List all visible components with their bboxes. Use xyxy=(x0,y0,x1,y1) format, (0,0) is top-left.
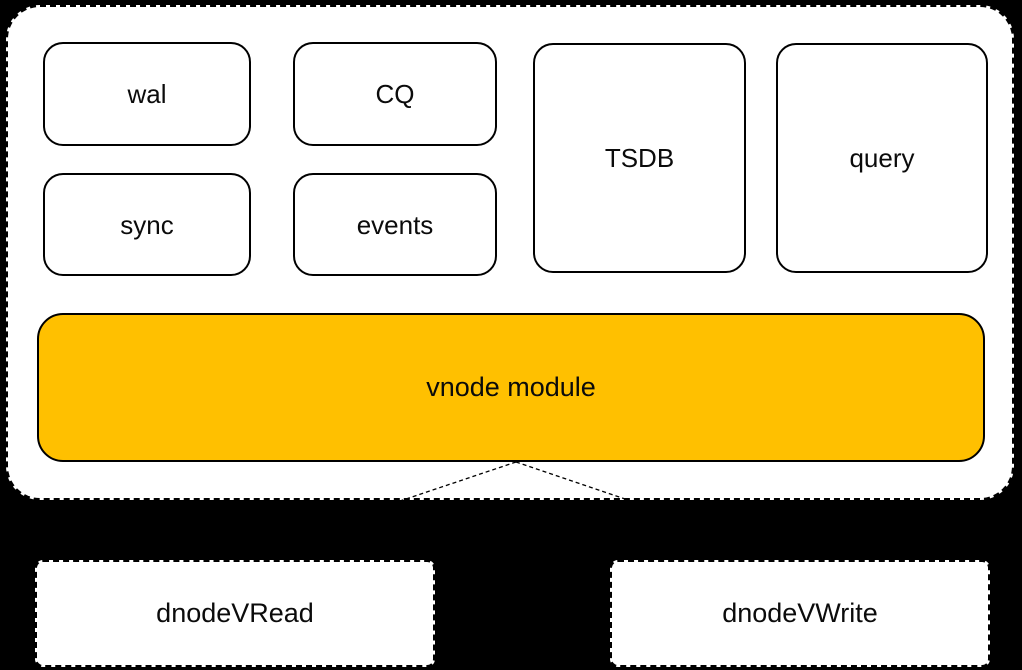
module-box-query: query xyxy=(776,43,988,273)
dnode-vwrite-box: dnodeVWrite xyxy=(610,560,990,667)
dnode-vwrite-label: dnodeVWrite xyxy=(722,598,878,628)
module-label-sync: sync xyxy=(120,209,174,240)
module-label-query: query xyxy=(849,143,915,173)
vnode-module-box: vnode module xyxy=(37,313,985,462)
module-label-wal: wal xyxy=(127,79,167,109)
dnode-vread-label: dnodeVRead xyxy=(156,598,314,628)
module-label-cq: CQ xyxy=(375,79,415,109)
module-box-wal: wal xyxy=(43,42,251,146)
module-box-tsdb: TSDB xyxy=(533,43,746,273)
module-box-events: events xyxy=(293,173,497,276)
module-label-tsdb: TSDB xyxy=(604,143,675,173)
module-label-events: events xyxy=(356,209,434,240)
dnode-vread-box: dnodeVRead xyxy=(35,560,435,667)
module-box-sync: sync xyxy=(43,173,251,276)
module-box-cq: CQ xyxy=(293,42,497,146)
vnode-module-label: vnode module xyxy=(426,372,596,402)
